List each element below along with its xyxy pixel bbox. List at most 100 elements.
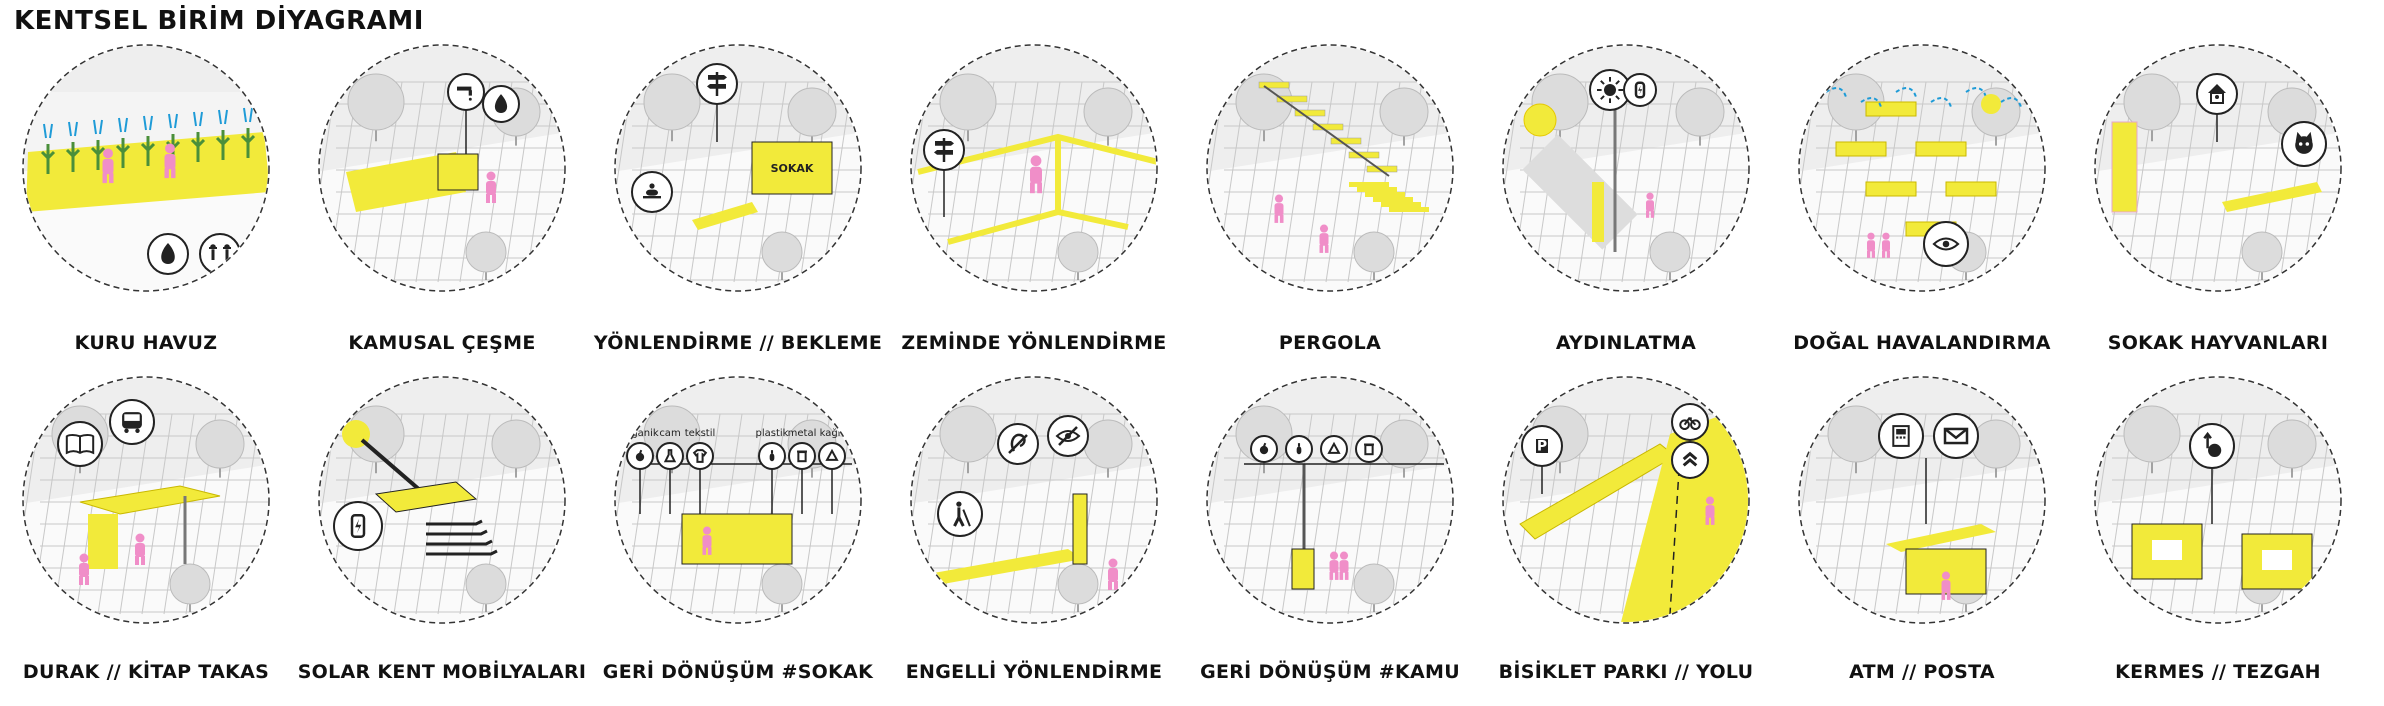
vent-grate	[1945, 181, 1997, 197]
dashed-circle-frame	[910, 376, 1158, 624]
paper-icon	[818, 442, 846, 470]
pergola-slat	[1357, 187, 1397, 192]
tree-outline	[787, 87, 837, 146]
panel-illustration	[2094, 376, 2342, 624]
cat-icon	[2281, 121, 2327, 167]
tree-outline	[169, 563, 211, 612]
panel-illustration	[2094, 44, 2342, 292]
tree-outline	[761, 231, 803, 280]
water-jet	[118, 117, 128, 133]
book-icon	[57, 421, 103, 467]
vent-grate	[1915, 141, 1967, 157]
dashed-circle-frame	[22, 376, 270, 624]
panel-illustration	[22, 376, 270, 624]
panel-illustration: P	[1502, 376, 1750, 624]
atm-icon	[1878, 413, 1924, 459]
pergola-beam	[1263, 85, 1390, 177]
panel-caption: ZEMİNDE YÖNLENDİRME	[901, 332, 1167, 354]
feeding-bench	[2222, 182, 2322, 212]
person-figure	[486, 171, 496, 203]
plant	[140, 136, 156, 166]
tree-outline	[939, 405, 997, 474]
person-figure	[164, 143, 176, 179]
bus-stop-roof	[79, 485, 221, 515]
tree-outline	[1353, 563, 1395, 612]
tree-outline	[465, 231, 507, 280]
panel-13	[1204, 374, 1456, 626]
dashed-circle-frame	[2094, 44, 2342, 292]
panel-caption: SOLAR KENT MOBİLYALARI	[297, 661, 587, 683]
plant	[90, 140, 106, 170]
svg-text:P: P	[1537, 438, 1547, 454]
tree-outline	[491, 419, 541, 478]
panel-caption: GERİ DÖNÜŞÜM #KAMU	[1200, 661, 1460, 683]
panel-caption: ATM // POSTA	[1849, 661, 1995, 683]
person-figure	[1882, 232, 1890, 258]
dashed-circle-frame	[1206, 44, 1454, 292]
fountain-platform	[346, 152, 466, 212]
drop-icon	[147, 233, 189, 275]
bike-lane	[1620, 404, 1748, 622]
person-figure	[102, 148, 114, 184]
panel-caption: AYDINLATMA	[1555, 332, 1697, 354]
tree-outline	[2123, 405, 2181, 474]
dashed-circle-frame	[2094, 376, 2342, 624]
lamp-light-panel	[1592, 182, 1604, 242]
panel-7	[1796, 42, 2048, 294]
tree-outline	[939, 73, 997, 142]
air-flow-arrow	[1860, 97, 1882, 108]
vent-grate	[1835, 141, 1887, 157]
glass-icon	[656, 442, 684, 470]
mail-icon	[1933, 413, 1979, 459]
panel-caption: DURAK // KİTAP TAKAS	[22, 661, 270, 683]
panel-3: SOKAK	[612, 42, 864, 294]
bus-stop-icon	[109, 399, 155, 445]
panel-12	[908, 374, 1160, 626]
panel-6	[1500, 42, 1752, 294]
dashed-circle-frame	[318, 44, 566, 292]
book-exchange-shelf	[88, 514, 118, 569]
dashed-circle-frame	[1798, 44, 2046, 292]
tree-outline	[1827, 405, 1885, 474]
dry-pool-surface	[26, 132, 268, 212]
blind-icon	[1047, 415, 1089, 457]
person-figure	[1705, 496, 1715, 525]
tactile-paving	[928, 549, 1083, 584]
person-figure	[1941, 571, 1951, 600]
panel-caption: KERMES // TEZGAH	[2115, 661, 2321, 683]
tree-outline	[1083, 419, 1133, 478]
panel-caption: YÖNLENDİRME // BEKLEME	[593, 332, 883, 354]
air-flow-arrow	[2000, 97, 2022, 108]
tree-outline	[1353, 231, 1395, 280]
pergola-slat	[1276, 95, 1308, 103]
air-flow-arrow	[1930, 97, 1952, 108]
plant	[65, 142, 81, 172]
plant	[40, 144, 56, 174]
panel-caption: PERGOLA	[1278, 332, 1382, 354]
street-sign-board	[751, 141, 833, 195]
tap-icon	[447, 73, 485, 111]
tree-outline	[643, 73, 701, 142]
vent-grate	[1865, 181, 1917, 197]
battery-badge	[1623, 73, 1657, 107]
bin-label-2: tekstil	[685, 428, 716, 439]
dashed-circle-frame	[1502, 44, 1750, 292]
water-jet	[218, 109, 228, 125]
panel-illustration	[910, 44, 1158, 292]
panel-2	[316, 42, 568, 294]
deaf-icon	[997, 423, 1039, 465]
water-jet	[243, 107, 253, 123]
tree-outline	[1649, 231, 1691, 280]
panel-caption: DOĞAL HAVALANDIRMA	[1793, 332, 2051, 354]
water-jet	[143, 115, 153, 131]
dashed-circle-frame	[1502, 376, 1750, 624]
market-icon	[2189, 423, 2235, 469]
tree-outline	[195, 419, 245, 478]
air-flow-arrow	[1825, 87, 1847, 98]
person-figure	[702, 526, 712, 555]
dashed-circle-frame	[614, 44, 862, 292]
kiosk-roof	[1886, 524, 1996, 552]
tree-outline	[347, 73, 405, 142]
person-waiting-icon	[631, 171, 673, 213]
